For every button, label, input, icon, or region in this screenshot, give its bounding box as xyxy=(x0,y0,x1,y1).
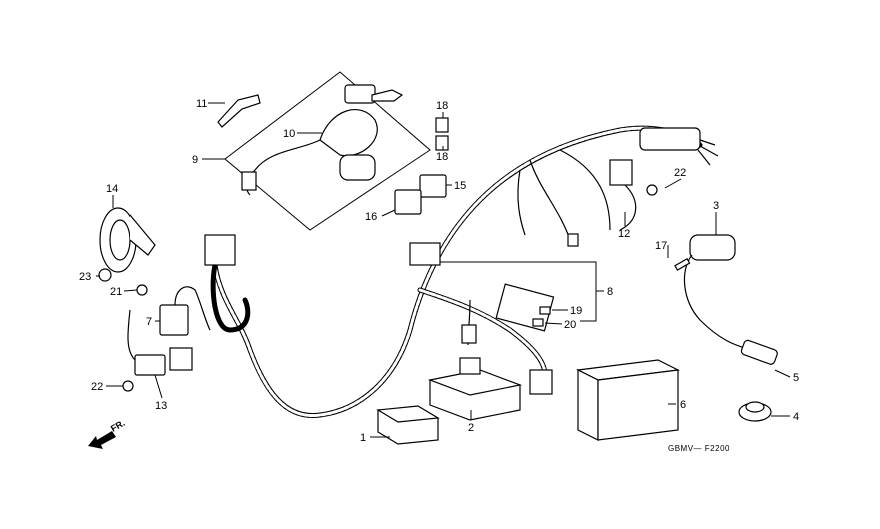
sensor-13 xyxy=(134,354,166,376)
callout-12: 12 xyxy=(618,228,630,240)
callout-18: 18 xyxy=(436,151,448,163)
bolt-18b xyxy=(435,135,449,151)
horn xyxy=(99,207,156,273)
callout-8: 8 xyxy=(607,286,613,298)
callout-16: 16 xyxy=(365,211,377,223)
callout-9: 9 xyxy=(192,154,198,166)
callout-19: 19 xyxy=(570,305,582,317)
callout-18: 18 xyxy=(436,100,448,112)
bolt-23 xyxy=(98,268,112,282)
bolt-22b xyxy=(646,184,658,196)
callout-3: 3 xyxy=(713,200,719,212)
drawing-code: GBMV— F2200 xyxy=(668,444,730,453)
spark-plug-cap-5 xyxy=(740,339,778,365)
wire-harness xyxy=(204,125,719,419)
callout-15: 15 xyxy=(454,180,466,192)
fuse-19 xyxy=(539,306,551,315)
front-direction-arrow-icon xyxy=(88,431,116,449)
callout-14: 14 xyxy=(106,183,118,195)
callout-17: 17 xyxy=(655,240,667,252)
cdi-unit-2 xyxy=(427,369,523,421)
callout-1: 1 xyxy=(360,432,366,444)
bolt-18a xyxy=(435,117,449,133)
callout-5: 5 xyxy=(793,372,799,384)
battery-6 xyxy=(575,359,681,441)
callout-22: 22 xyxy=(674,167,686,179)
callout-13: 13 xyxy=(155,400,167,412)
leader-lines xyxy=(96,102,791,438)
callout-2: 2 xyxy=(468,422,474,434)
cover-1 xyxy=(376,405,440,445)
callout-4: 4 xyxy=(793,411,799,423)
relay-16 xyxy=(394,189,422,215)
callout-22: 22 xyxy=(91,381,103,393)
bracket-12 xyxy=(609,159,633,186)
bolt-17 xyxy=(674,257,691,271)
bolt-22a xyxy=(122,380,134,392)
callout-7: 7 xyxy=(146,316,152,328)
callout-11: 11 xyxy=(196,98,207,110)
fuse-20 xyxy=(532,318,544,327)
regulator-7 xyxy=(159,304,189,336)
callout-21: 21 xyxy=(110,286,122,298)
relay-15 xyxy=(419,174,447,198)
callout-20: 20 xyxy=(564,319,576,331)
front-direction-label: FR. xyxy=(109,418,127,434)
callout-23: 23 xyxy=(79,271,91,283)
ignition-switch-kit xyxy=(217,71,431,231)
callout-6: 6 xyxy=(680,399,686,411)
callout-10: 10 xyxy=(283,128,295,140)
ignition-coil-3 xyxy=(689,234,736,261)
bolt-21 xyxy=(136,284,148,296)
